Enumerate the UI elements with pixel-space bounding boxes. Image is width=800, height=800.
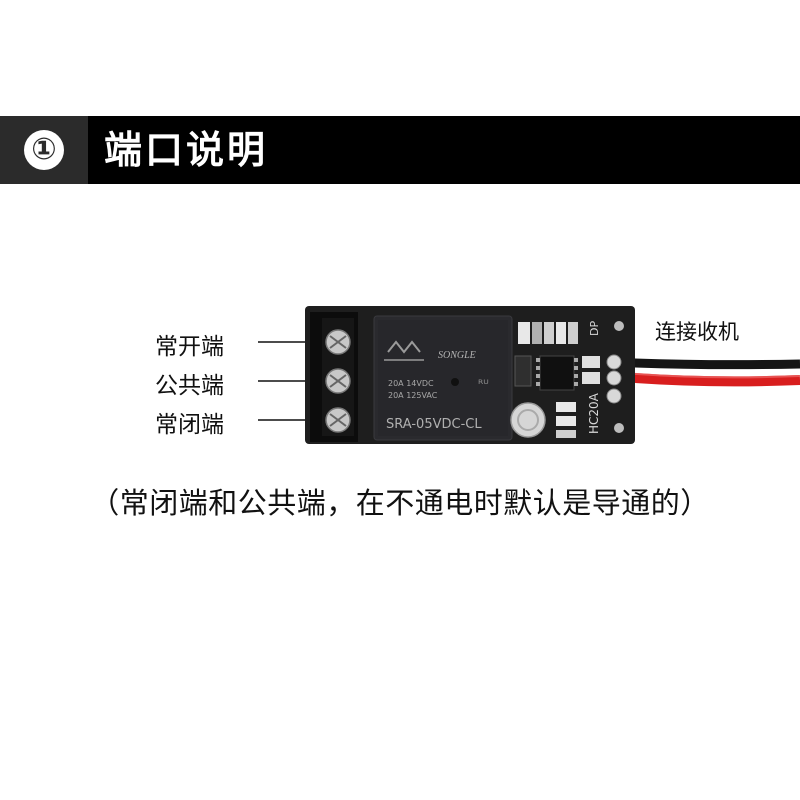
solder-pad (606, 354, 622, 370)
relay-rating-2: 20A 125VAC (388, 391, 438, 400)
black-wire (609, 357, 800, 370)
label-common: 公共端 (155, 373, 224, 399)
number-badge: ① (0, 116, 88, 184)
relay-hole (451, 378, 459, 386)
ic-chip (539, 355, 575, 391)
screw-com (325, 368, 351, 394)
default-state-note: （常闭端和公共端，在不通电时默认是导通的） (90, 486, 710, 520)
capacitor (510, 402, 546, 438)
label-connect-receiver: 连接收机 (655, 320, 739, 344)
svg-text:ᴿᵁ: ᴿᵁ (478, 377, 489, 391)
banner-title: 端口说明 (104, 128, 269, 172)
model-label: HC20A (587, 392, 601, 434)
relay-rating-1: 20A 14VDC (388, 379, 434, 388)
circled-number: ① (24, 130, 64, 170)
label-normally-open: 常开端 (155, 334, 224, 360)
relay-model: SRA-05VDC-CL (386, 417, 482, 432)
smd-component (518, 322, 530, 344)
dp-label: DP (588, 321, 601, 336)
title-banner: ① 端口说明 (0, 116, 800, 184)
songle-logo-icon (384, 340, 424, 361)
ul-mark-icon: ᴿᵁ (478, 377, 489, 391)
screw-no (325, 329, 351, 355)
relay-brand: SONGLE (438, 350, 476, 361)
label-normally-closed: 常闭端 (155, 412, 224, 438)
screw-nc (325, 407, 351, 433)
